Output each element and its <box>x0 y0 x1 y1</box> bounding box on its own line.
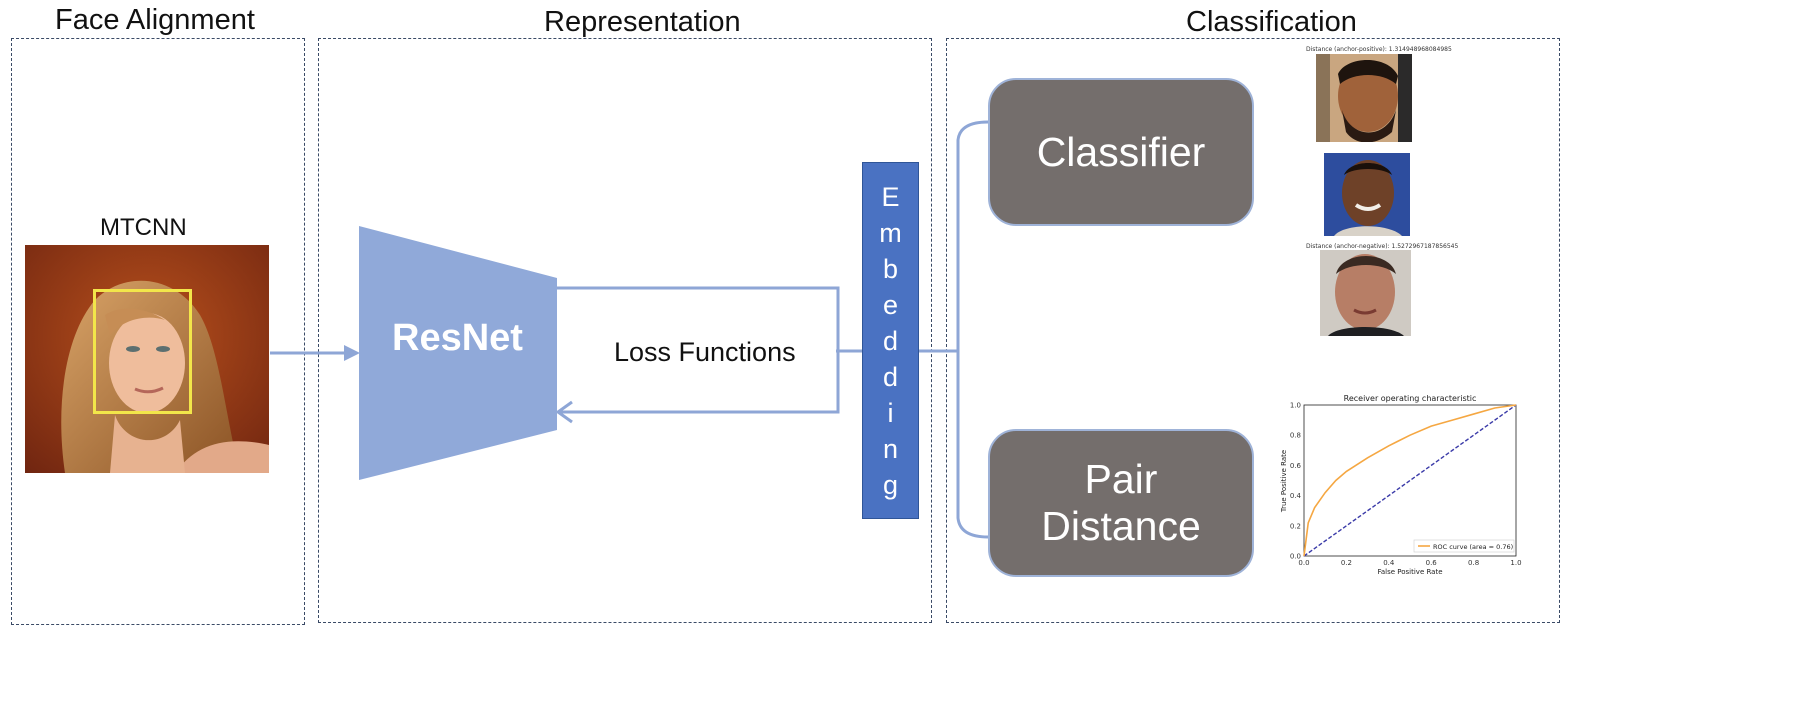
positive-distance-title: Distance (anchor-positive): 1.3149489680… <box>1306 46 1452 53</box>
anchor-face-thumbnail <box>1316 54 1412 142</box>
roc-legend-box <box>1413 539 1515 553</box>
roc-chart: Receiver operating characteristic 0.0 0.2… <box>1280 394 1522 576</box>
face-alignment-panel <box>11 38 305 625</box>
roc-ytick-label: 0.2 <box>1290 522 1301 530</box>
roc-xtick-label: 0.6 <box>1426 559 1438 567</box>
face-photo <box>25 245 269 473</box>
classifier-box: Classifier <box>988 78 1254 226</box>
embedding-letter: i <box>887 397 894 428</box>
loss-functions-label: Loss Functions <box>614 337 796 367</box>
embedding-letter: d <box>882 325 899 356</box>
pair-distance-box: Pair Distance <box>988 429 1254 577</box>
roc-title: Receiver operating characteristic <box>1344 394 1477 403</box>
roc-diagonal-line <box>1303 404 1517 557</box>
negative-face-thumbnail <box>1320 250 1411 336</box>
resnet-block <box>359 226 557 480</box>
roc-ylabel: True Positive Rate <box>1280 450 1288 513</box>
roc-ytick-label: 0.4 <box>1290 492 1302 500</box>
detection-box <box>93 289 192 414</box>
roc-ytick-label: 0.6 <box>1290 462 1302 470</box>
embedding-letter: n <box>882 433 899 464</box>
representation-panel <box>318 38 932 623</box>
arrow-head-to-resnet <box>344 345 360 361</box>
section-title-classification: Classification <box>1186 6 1357 38</box>
resnet-label: ResNet <box>392 317 523 359</box>
section-title-representation: Representation <box>544 6 741 38</box>
section-title-face-alignment: Face Alignment <box>55 4 255 36</box>
positive-face-thumbnail <box>1324 153 1410 236</box>
negative-distance-title: Distance (anchor-negative): 1.5272967187… <box>1306 243 1459 250</box>
embedding-letter: e <box>882 289 899 320</box>
roc-legend-label: ROC curve (area = 0.76) <box>1433 543 1513 551</box>
roc-ytick-label: 1.0 <box>1290 402 1301 410</box>
embedding-letter: E <box>881 181 900 212</box>
embedding-letter: b <box>882 253 899 284</box>
roc-xtick-label: 0.8 <box>1468 559 1479 567</box>
embedding-letter: g <box>882 469 899 500</box>
embedding-block: E m b e d d i n g <box>862 162 919 519</box>
roc-xtick-label: 0.2 <box>1341 559 1352 567</box>
roc-xtick-label: 1.0 <box>1510 559 1521 567</box>
roc-xlabel: False Positive Rate <box>1377 568 1442 576</box>
embedding-letter: d <box>882 361 899 392</box>
embedding-letter: m <box>879 217 902 248</box>
roc-xtick-label: 0.4 <box>1383 559 1395 567</box>
classification-panel <box>946 38 1560 623</box>
arrow-head-to-resnet-return <box>555 400 573 424</box>
roc-ytick-label: 0.0 <box>1290 553 1301 561</box>
roc-curve-line <box>1303 404 1517 557</box>
mtcnn-label: MTCNN <box>100 214 187 241</box>
roc-xtick-label: 0.0 <box>1298 559 1309 567</box>
roc-ytick-label: 0.8 <box>1290 432 1301 440</box>
